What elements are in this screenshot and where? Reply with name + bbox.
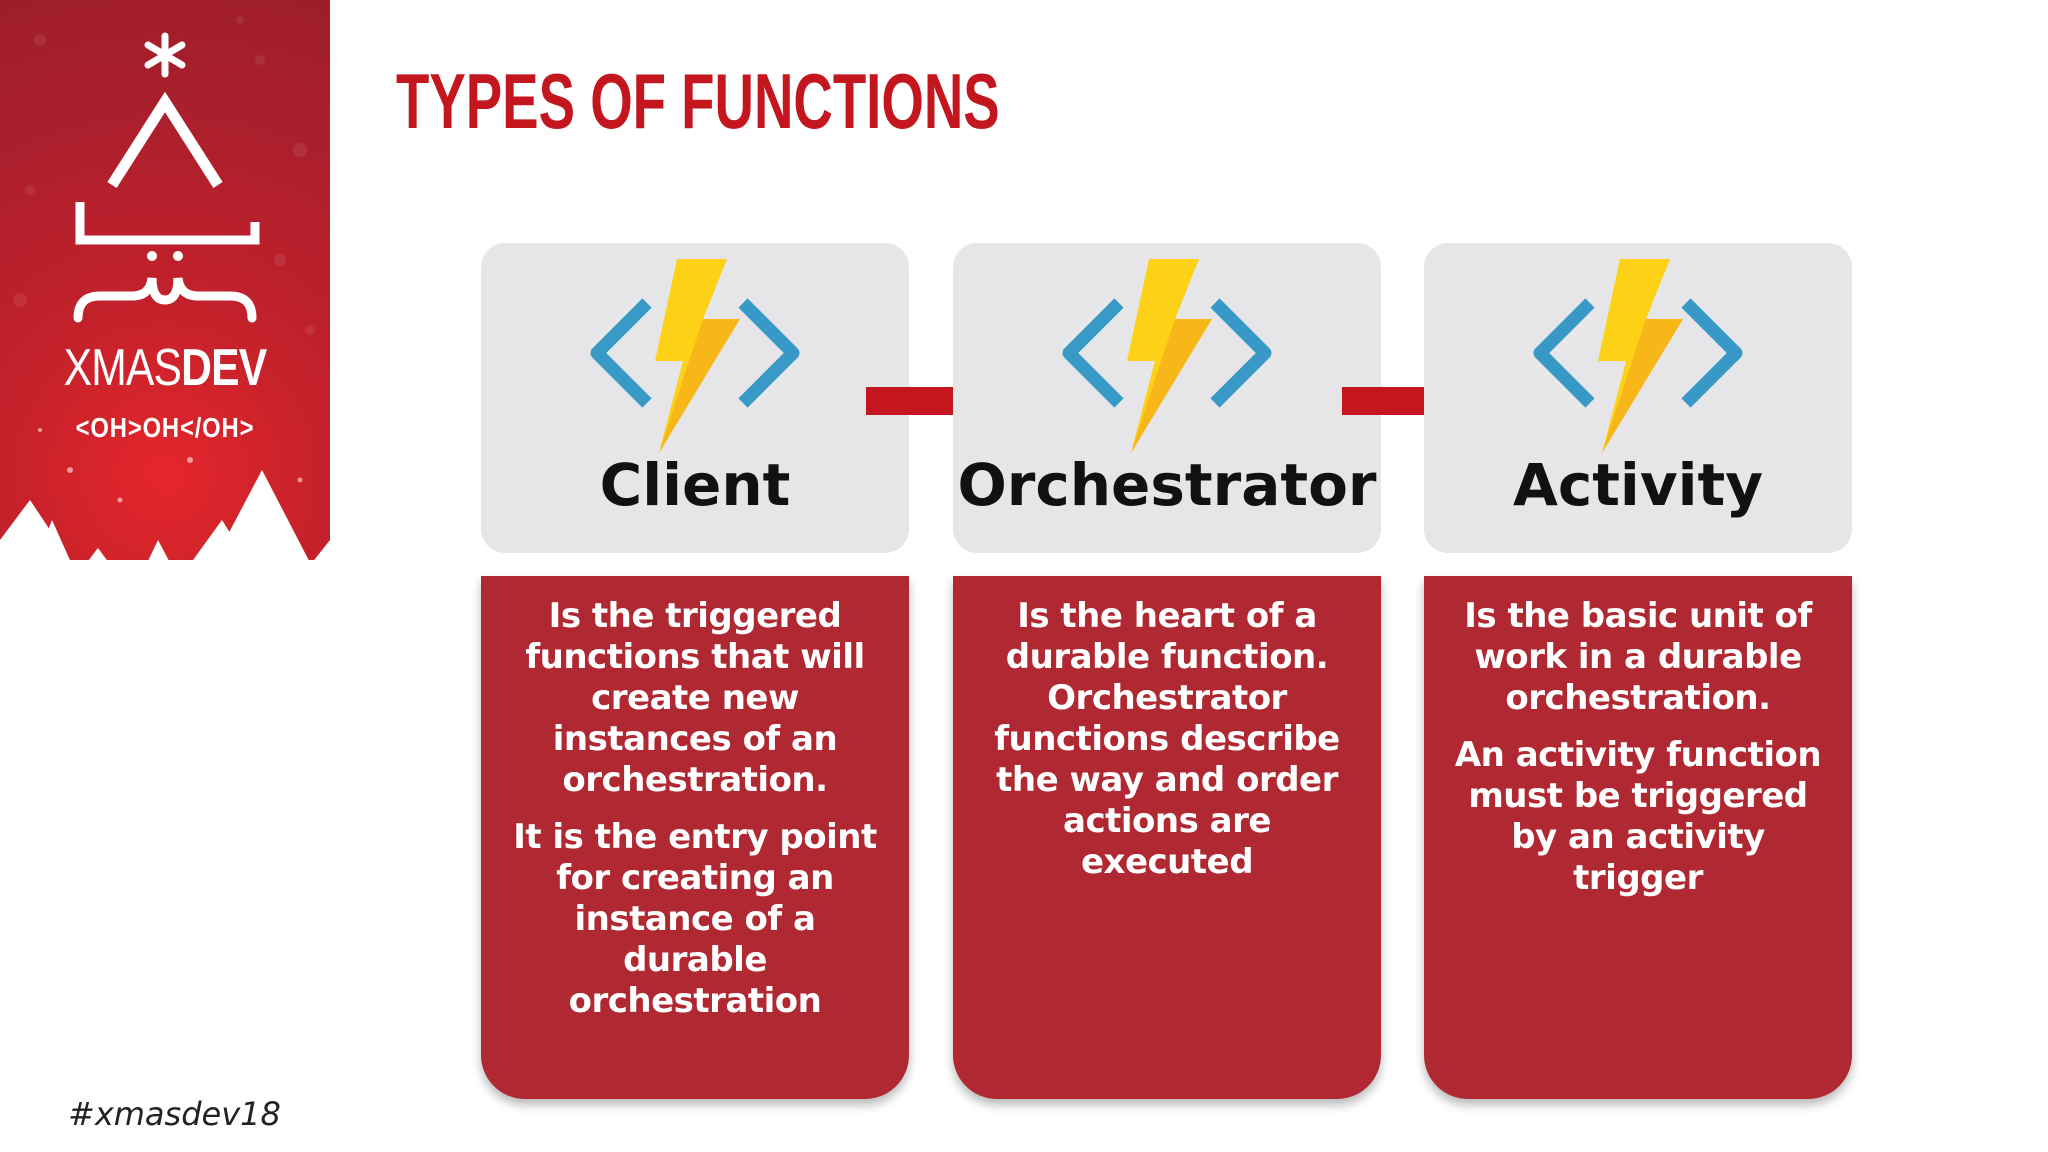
card-paragraph: Is the heart of a durable function. Orch… xyxy=(994,596,1340,882)
card-paragraph: Is the triggered functions that will cre… xyxy=(525,596,865,800)
card-header: Client xyxy=(481,243,909,553)
asterisk-icon xyxy=(144,32,186,78)
card-title: Orchestrator xyxy=(957,451,1377,519)
card-description: Is the heart of a durable function. Orch… xyxy=(953,576,1381,1099)
hashtag: #xmasdev18 xyxy=(68,1095,281,1133)
card-header: Orchestrator xyxy=(953,243,1381,553)
brand-decoration xyxy=(0,16,330,578)
card-paragraph: It is the entry point for creating an in… xyxy=(513,817,877,1021)
card-paragraph: An activity function must be triggered b… xyxy=(1454,735,1822,898)
page-title: TYPES OF FUNCTIONS xyxy=(396,57,1000,145)
brand-name: XMASDEV xyxy=(30,338,301,398)
brand-name-bold: DEV xyxy=(181,339,267,397)
card-paragraph: Is the basic unit of work in a durable o… xyxy=(1464,596,1812,718)
card-description: Is the triggered functions that will cre… xyxy=(481,576,909,1099)
tent-icon xyxy=(107,91,223,188)
pine-trees xyxy=(0,470,330,578)
card-title: Activity xyxy=(1512,451,1764,519)
azure-functions-icon xyxy=(1062,259,1272,453)
brand-tagline: <OH>OH</OH> xyxy=(75,412,255,443)
card-description: Is the basic unit of work in a durable o… xyxy=(1424,576,1852,1099)
card-orchestrator: Orchestrator Is the heart of a durable f… xyxy=(953,243,1381,1099)
brand-name-light: XMAS xyxy=(63,339,182,397)
azure-functions-icon xyxy=(590,259,800,453)
brand-panel: XMASDEV <OH>OH</OH> xyxy=(0,0,330,578)
card-client: Client Is the triggered functions that w… xyxy=(481,243,909,1099)
azure-functions-icon xyxy=(1533,259,1743,453)
face-icon xyxy=(75,202,260,245)
card-activity: Activity Is the basic unit of work in a … xyxy=(1424,243,1852,1099)
card-header: Activity xyxy=(1424,243,1852,553)
card-title: Client xyxy=(599,451,791,519)
